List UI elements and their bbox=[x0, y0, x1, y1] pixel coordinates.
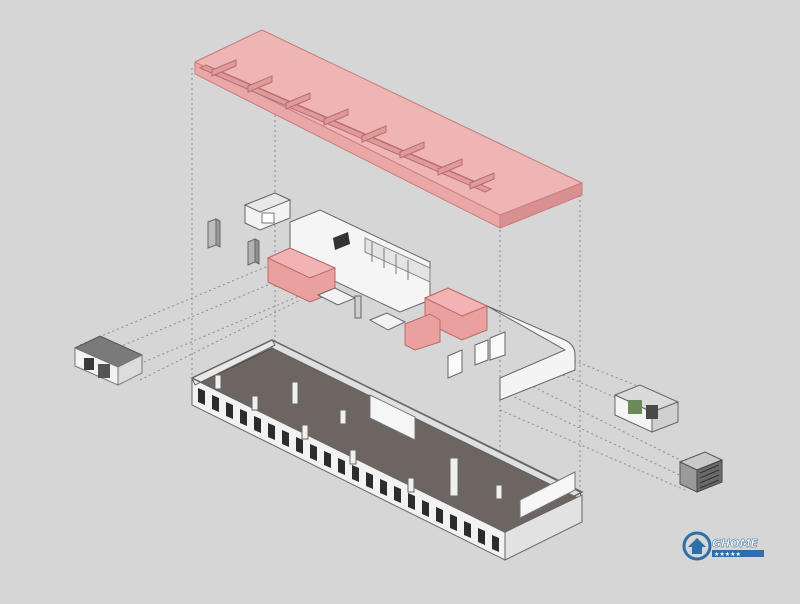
roof-panel bbox=[193, 29, 584, 229]
kitchen-cabinet bbox=[243, 192, 292, 231]
logo-star-bar bbox=[712, 550, 764, 557]
floor-columns bbox=[214, 374, 503, 500]
hvac-unit bbox=[678, 451, 724, 493]
benches bbox=[316, 287, 407, 331]
inner-partitions bbox=[369, 394, 576, 519]
logo-wordmark: GHOME bbox=[712, 537, 759, 550]
pink-box-left bbox=[266, 247, 337, 303]
partition-wall bbox=[289, 209, 431, 313]
right-pod-module bbox=[613, 384, 680, 433]
left-pod-module bbox=[73, 335, 144, 386]
glazing-panels bbox=[198, 388, 499, 552]
column-piece-2 bbox=[247, 238, 260, 266]
curved-end-wall bbox=[447, 305, 576, 401]
roof-beams bbox=[198, 59, 495, 193]
brand-logo: GHOME ★★★★★ bbox=[682, 531, 764, 561]
house-icon bbox=[682, 531, 712, 561]
pink-box-right bbox=[404, 287, 489, 351]
column-piece-1 bbox=[207, 218, 221, 249]
logo-stars: ★★★★★ bbox=[714, 551, 741, 558]
